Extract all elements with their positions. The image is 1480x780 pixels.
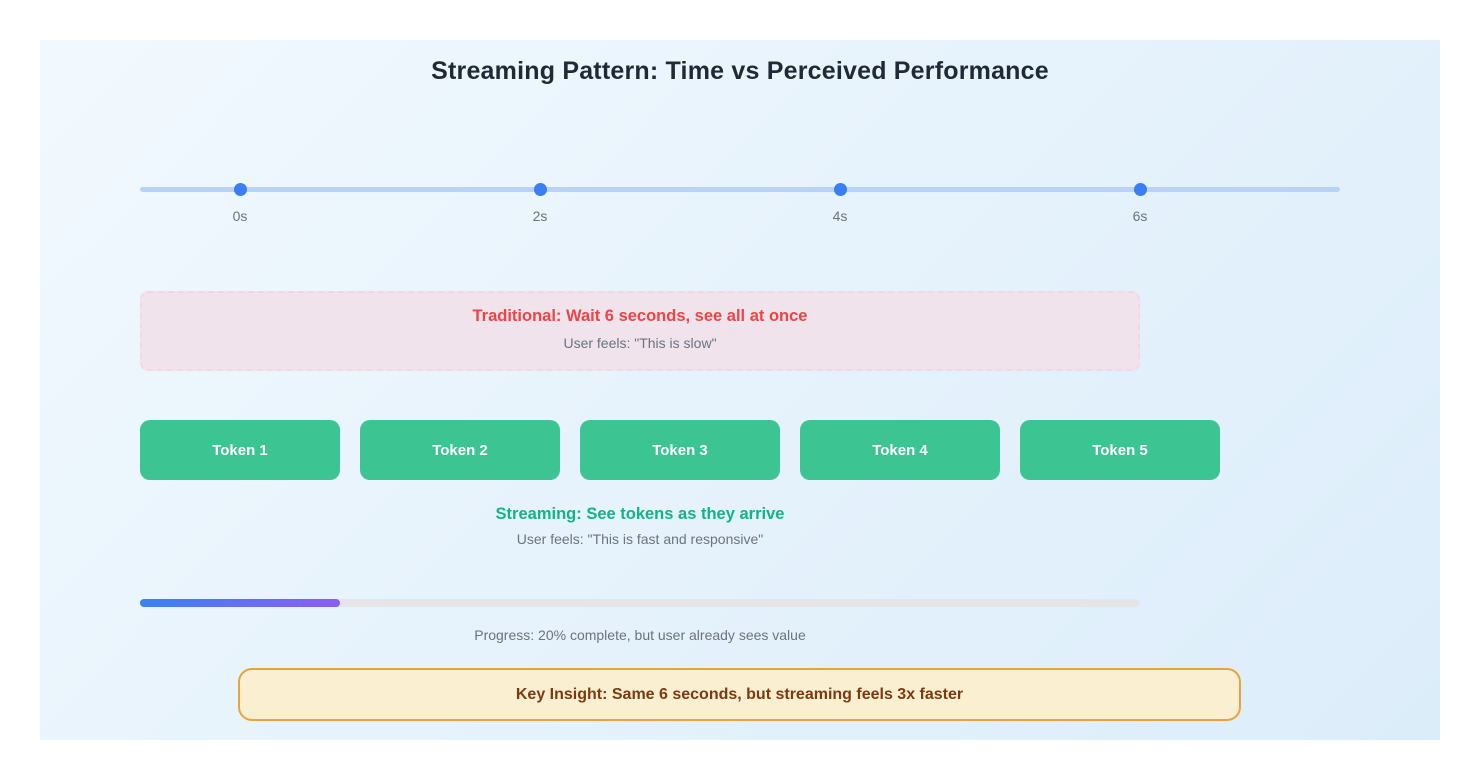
progress-bar-track: [140, 599, 1140, 607]
timeline-dot-4s: [834, 183, 847, 196]
timeline-line: [140, 187, 1340, 192]
key-insight-text: Key Insight: Same 6 seconds, but streami…: [515, 685, 964, 703]
diagram-panel: Streaming Pattern: Time vs Perceived Per…: [40, 40, 1440, 740]
traditional-pattern-box: Traditional: Wait 6 seconds, see all at …: [140, 291, 1140, 371]
token-row: Token 1 Token 2 Token 3 Token 4 Token 5: [140, 420, 1340, 480]
token-box-3: Token 3: [580, 420, 780, 480]
token-box-4: Token 4: [800, 420, 1000, 480]
timeline-tick-label: 2s: [532, 208, 548, 224]
timeline-dot-0s: [234, 183, 247, 196]
streaming-subtext: User feels: "This is fast and responsive…: [516, 531, 764, 547]
timeline: 0s 2s 4s 6s: [140, 170, 1340, 240]
page-title: Streaming Pattern: Time vs Perceived Per…: [431, 57, 1049, 85]
token-label: Token 5: [1092, 441, 1148, 459]
streaming-heading: Streaming: See tokens as they arrive: [495, 505, 785, 523]
token-label: Token 4: [872, 441, 928, 459]
timeline-tick-label: 4s: [832, 208, 848, 224]
timeline-tick-label: 6s: [1132, 208, 1148, 224]
timeline-dot-6s: [1134, 183, 1147, 196]
token-label: Token 1: [212, 441, 268, 459]
token-label: Token 3: [652, 441, 708, 459]
token-box-1: Token 1: [140, 420, 340, 480]
traditional-subtext: User feels: "This is slow": [563, 335, 717, 351]
timeline-tick-label: 0s: [232, 208, 248, 224]
progress-caption: Progress: 20% complete, but user already…: [474, 627, 806, 643]
token-label: Token 2: [432, 441, 488, 459]
token-box-2: Token 2: [360, 420, 560, 480]
key-insight-box: Key Insight: Same 6 seconds, but streami…: [238, 668, 1241, 721]
timeline-dot-2s: [534, 183, 547, 196]
token-box-5: Token 5: [1020, 420, 1220, 480]
traditional-heading: Traditional: Wait 6 seconds, see all at …: [472, 307, 808, 325]
progress-bar-fill: [140, 599, 340, 607]
